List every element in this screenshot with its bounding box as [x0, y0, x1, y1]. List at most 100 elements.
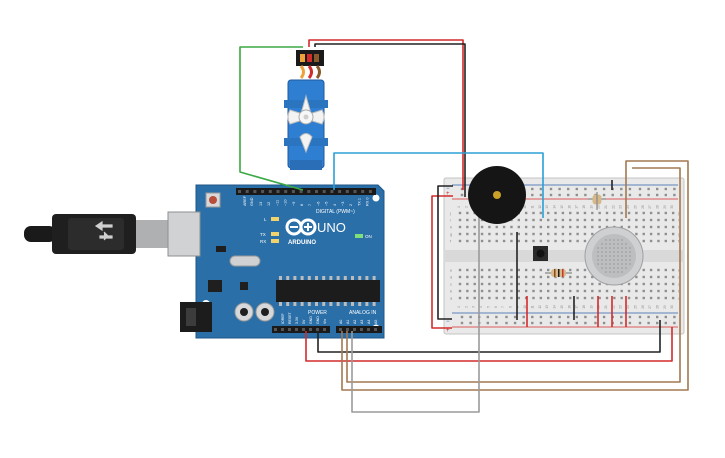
header-hole[interactable]	[374, 328, 377, 331]
breadboard-hole[interactable]	[502, 232, 506, 236]
breadboard-hole[interactable]	[458, 239, 462, 243]
breadboard-hole[interactable]	[627, 282, 631, 286]
breadboard-hole[interactable]	[649, 218, 653, 222]
breadboard-hole[interactable]	[598, 282, 601, 286]
breadboard-hole[interactable]	[524, 296, 528, 300]
rail-hole[interactable]	[673, 321, 676, 325]
rail-hole[interactable]	[611, 193, 614, 197]
rail-hole[interactable]	[495, 321, 498, 325]
rail-hole[interactable]	[638, 321, 642, 325]
rail-hole[interactable]	[638, 315, 642, 319]
rail-hole[interactable]	[531, 187, 534, 191]
breadboard-hole[interactable]	[671, 296, 675, 300]
breadboard-hole[interactable]	[649, 268, 653, 272]
breadboard-hole[interactable]	[598, 289, 601, 293]
rail-hole[interactable]	[664, 193, 667, 197]
breadboard-hole[interactable]	[642, 218, 645, 222]
header-hole[interactable]	[315, 190, 318, 193]
breadboard-hole[interactable]	[473, 218, 476, 222]
rail-hole[interactable]	[628, 321, 632, 325]
breadboard-hole[interactable]	[642, 268, 645, 272]
breadboard-hole[interactable]	[635, 296, 638, 300]
wire-gnd-to-rail[interactable]	[317, 320, 661, 353]
breadboard-hole[interactable]	[642, 225, 645, 229]
breadboard-hole[interactable]	[547, 268, 550, 272]
breadboard-hole[interactable]	[642, 232, 645, 236]
breadboard-hole[interactable]	[473, 282, 476, 286]
breadboard-hole[interactable]	[671, 218, 675, 222]
breadboard-hole[interactable]	[502, 282, 506, 286]
header-hole[interactable]	[245, 190, 249, 193]
breadboard-hole[interactable]	[473, 268, 476, 272]
breadboard-hole[interactable]	[561, 232, 565, 236]
breadboard-hole[interactable]	[524, 289, 528, 293]
rail-hole[interactable]	[620, 193, 623, 197]
breadboard-hole[interactable]	[620, 289, 623, 293]
wire-servo-ground[interactable]	[314, 43, 466, 197]
breadboard-hole[interactable]	[627, 296, 631, 300]
breadboard-hole[interactable]	[495, 239, 498, 243]
breadboard-hole[interactable]	[458, 218, 462, 222]
rail-hole[interactable]	[539, 187, 543, 191]
breadboard-hole[interactable]	[561, 282, 565, 286]
breadboard-hole[interactable]	[664, 296, 667, 300]
rail-hole[interactable]	[647, 187, 650, 191]
rail-hole[interactable]	[460, 193, 464, 197]
breadboard-hole[interactable]	[532, 296, 535, 300]
breadboard-hole[interactable]	[605, 225, 609, 229]
rail-hole[interactable]	[656, 187, 659, 191]
breadboard-hole[interactable]	[613, 218, 616, 222]
rail-hole[interactable]	[549, 193, 553, 197]
breadboard-hole[interactable]	[583, 239, 587, 243]
breadboard-hole[interactable]	[466, 289, 469, 293]
breadboard-hole[interactable]	[554, 211, 557, 215]
breadboard-hole[interactable]	[598, 211, 601, 215]
rail-hole[interactable]	[505, 321, 508, 325]
breadboard-hole[interactable]	[510, 225, 513, 229]
breadboard-hole[interactable]	[502, 239, 506, 243]
breadboard-hole[interactable]	[495, 268, 498, 272]
breadboard-hole[interactable]	[627, 289, 631, 293]
header-hole[interactable]	[360, 328, 363, 331]
breadboard-hole[interactable]	[517, 268, 520, 272]
breadboard-hole[interactable]	[635, 289, 638, 293]
breadboard-hole[interactable]	[569, 268, 572, 272]
resistor-top[interactable]	[588, 192, 606, 210]
rail-hole[interactable]	[647, 321, 650, 325]
breadboard-hole[interactable]	[532, 239, 535, 243]
rail-hole[interactable]	[567, 315, 570, 319]
servo-motor[interactable]	[284, 50, 328, 170]
breadboard-hole[interactable]	[473, 296, 476, 300]
header-hole[interactable]	[367, 328, 370, 331]
rail-hole[interactable]	[664, 187, 667, 191]
breadboard-hole[interactable]	[635, 282, 638, 286]
breadboard-hole[interactable]	[649, 239, 653, 243]
breadboard-hole[interactable]	[569, 282, 572, 286]
breadboard-hole[interactable]	[649, 211, 653, 215]
breadboard-hole[interactable]	[583, 268, 587, 272]
breadboard-hole[interactable]	[495, 282, 498, 286]
rail-hole[interactable]	[549, 187, 553, 191]
breadboard-hole[interactable]	[473, 239, 476, 243]
breadboard-hole[interactable]	[649, 282, 653, 286]
breadboard-hole[interactable]	[495, 225, 498, 229]
breadboard-hole[interactable]	[598, 296, 601, 300]
header-hole[interactable]	[274, 328, 277, 331]
header-hole[interactable]	[276, 190, 280, 193]
rail-hole[interactable]	[628, 187, 632, 191]
rail-hole[interactable]	[594, 315, 597, 319]
breadboard-hole[interactable]	[671, 225, 675, 229]
breadboard-hole[interactable]	[539, 239, 543, 243]
rail-hole[interactable]	[522, 321, 525, 325]
breadboard-hole[interactable]	[480, 232, 484, 236]
rail-hole[interactable]	[584, 193, 587, 197]
breadboard-hole[interactable]	[561, 296, 565, 300]
breadboard-hole[interactable]	[635, 225, 638, 229]
breadboard-hole[interactable]	[657, 289, 660, 293]
breadboard-hole[interactable]	[547, 296, 550, 300]
breadboard-hole[interactable]	[458, 275, 462, 279]
breadboard-hole[interactable]	[547, 211, 550, 215]
rail-hole[interactable]	[584, 321, 587, 325]
breadboard-hole[interactable]	[664, 239, 667, 243]
breadboard-hole[interactable]	[664, 232, 667, 236]
